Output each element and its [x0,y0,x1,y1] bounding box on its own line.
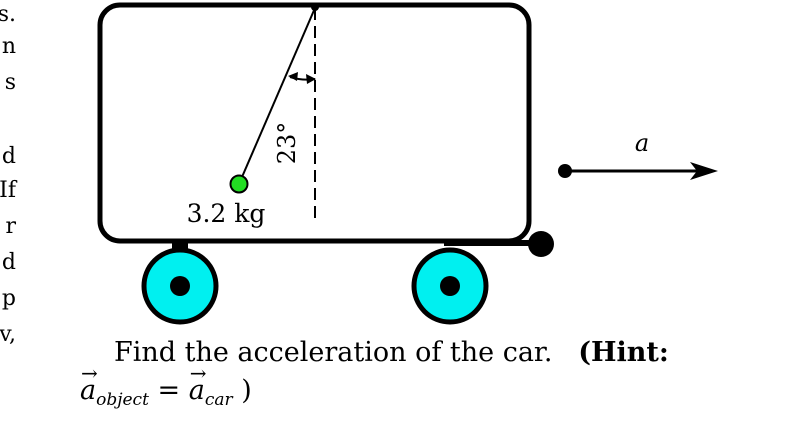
front-wheel [141,247,219,325]
pendulum-bob [229,174,249,194]
rear-wheel [411,247,489,325]
angle-label: 23° [273,122,301,165]
left-text-fragment: p [1,286,16,311]
acceleration-label: a [635,129,649,157]
question-caption: Find the acceleration of the car. (Hint:… [80,334,780,419]
formula-close: ) [241,375,252,406]
left-text-fragment: n [1,34,16,59]
question-text: Find the acceleration of the car. [114,337,553,368]
formula-equals: = [157,375,189,406]
left-text-fragment: s. [0,2,16,27]
vector-arrow-icon: → [81,361,98,385]
left-text-fragment: If [0,178,16,203]
vector-arrow-icon: → [189,361,207,385]
car-handle-knob [528,231,554,257]
left-text-fragment: r [5,214,16,239]
pendulum-pivot [311,3,319,11]
rear-wheel-hub [440,276,460,296]
front-axle-stub [172,240,188,250]
formula-vector-a-car: a → car [189,361,242,410]
question-line: Find the acceleration of the car. (Hint: [80,334,780,372]
angle-arc-arrowhead-left [288,72,298,81]
accel-arrowhead [690,162,718,180]
cropped-left-text-column: s. n s d If r d p v, [0,0,20,380]
left-text-fragment: v, [0,322,16,347]
pendulum-car-diagram: 23° 3.2 kg a [97,2,718,325]
front-wheel-hub [170,276,190,296]
formula-vector-a-object: a → object [80,361,158,410]
mass-label: 3.2 kg [187,199,266,228]
left-text-fragment: s [4,70,16,95]
hint-label: (Hint: [578,337,669,368]
left-text-fragment: d [1,250,16,275]
left-text-fragment: d [1,144,16,169]
hint-formula: a → object = a → car ) [80,361,780,419]
angle-arc-arrowhead-right [306,74,316,84]
pendulum-string [238,7,316,185]
